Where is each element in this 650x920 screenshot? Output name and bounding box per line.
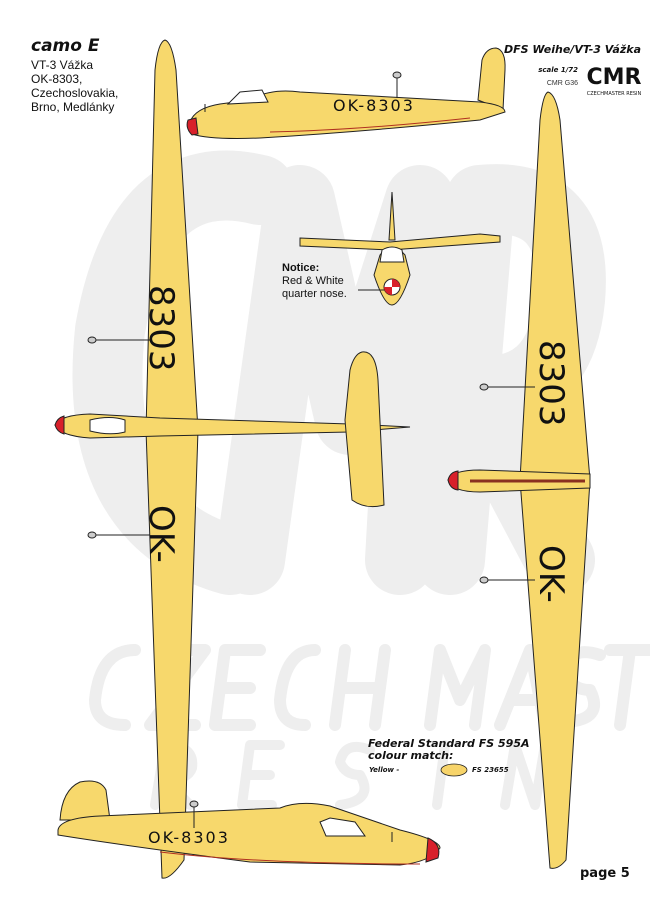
plan-top-registration-number: 8303 bbox=[141, 285, 181, 372]
plan-view-bottom: 8303 OK- bbox=[447, 91, 591, 869]
model-title: DFS Weihe/VT-3 Vážka bbox=[503, 43, 641, 56]
description-line: VT-3 Vážka bbox=[31, 58, 94, 72]
description-line: OK-8303, bbox=[31, 72, 83, 86]
colour-match-title-line: Federal Standard FS 595A bbox=[368, 737, 530, 750]
camo-title: camo E bbox=[31, 36, 99, 56]
plan-bottom-registration-prefix: OK- bbox=[531, 545, 571, 603]
colour-code: FS 23655 bbox=[472, 766, 509, 774]
side-view-bottom: OK-8303 bbox=[57, 780, 441, 866]
logo-sub: CZECHMASTER RESIN bbox=[587, 91, 642, 97]
plan-bottom-registration-number: 8303 bbox=[531, 340, 571, 427]
description-line: Czechoslovakia, bbox=[31, 86, 119, 100]
colour-label: Yellow - bbox=[369, 766, 400, 774]
colour-match-title: Federal Standard FS 595A colour match: bbox=[368, 738, 530, 762]
cmr-logo: CMR CZECHMASTER RESIN bbox=[587, 65, 642, 97]
logo-text: CMR bbox=[587, 65, 642, 90]
front-view bbox=[299, 191, 501, 306]
side-top-registration: OK-8303 bbox=[333, 96, 415, 115]
scale-label: scale 1/72 bbox=[538, 66, 578, 74]
plan-top-registration-prefix: OK- bbox=[141, 505, 181, 563]
notice-line: quarter nose. bbox=[282, 288, 347, 300]
description-line: Brno, Medlánky bbox=[31, 100, 115, 114]
page-number: page 5 bbox=[580, 866, 630, 881]
camo-title-text: camo E bbox=[31, 36, 100, 56]
yellow-colour-swatch bbox=[440, 763, 468, 777]
notice-title: Notice: bbox=[282, 262, 319, 274]
aircraft-description: VT-3 Vážka OK-8303, Czechoslovakia, Brno… bbox=[31, 58, 118, 114]
notice-line: Red & White bbox=[282, 275, 344, 287]
plan-view-top: 8303 OK- bbox=[54, 39, 411, 879]
product-code: CMR G36 bbox=[546, 80, 578, 87]
side-bottom-registration: OK-8303 bbox=[148, 828, 230, 847]
side-view-top: OK-8303 bbox=[186, 47, 506, 139]
colour-match-title-line: colour match: bbox=[368, 749, 454, 762]
